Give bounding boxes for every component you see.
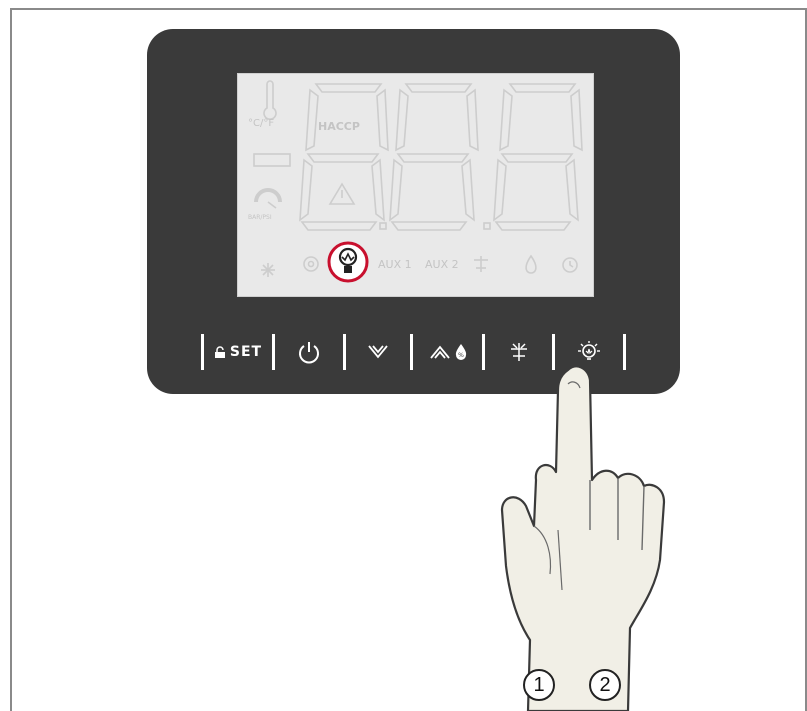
up-humidity-button[interactable]: %	[416, 334, 480, 370]
lcd-segments	[238, 74, 593, 296]
lock-icon	[214, 346, 226, 358]
down-button[interactable]	[348, 334, 408, 370]
haccp-label: HACCP	[318, 120, 360, 133]
set-label: SET	[230, 344, 262, 360]
power-icon	[297, 340, 321, 364]
aux1-label: AUX 1	[378, 258, 412, 271]
power-button[interactable]	[278, 334, 340, 370]
callout-1: 1	[523, 669, 555, 701]
down-arrow-icon	[366, 343, 390, 361]
set-button[interactable]: SET	[206, 334, 270, 370]
digit-3	[494, 84, 582, 230]
svg-text:%: %	[458, 352, 464, 359]
hand-icon	[490, 360, 690, 711]
digit-2	[390, 84, 478, 230]
light-bulb-icon	[329, 243, 367, 281]
digit-1	[300, 84, 388, 230]
callout-2: 2	[589, 669, 621, 701]
lcd-display: °C/°F HACCP BAR/PSI AUX 1 AUX 2	[237, 73, 594, 297]
unit-label: °C/°F	[248, 118, 274, 129]
humidity-drop-icon: %	[454, 343, 468, 361]
pressure-label: BAR/PSI	[248, 214, 272, 221]
up-arrow-icon	[428, 343, 454, 361]
aux2-label: AUX 2	[425, 258, 459, 271]
